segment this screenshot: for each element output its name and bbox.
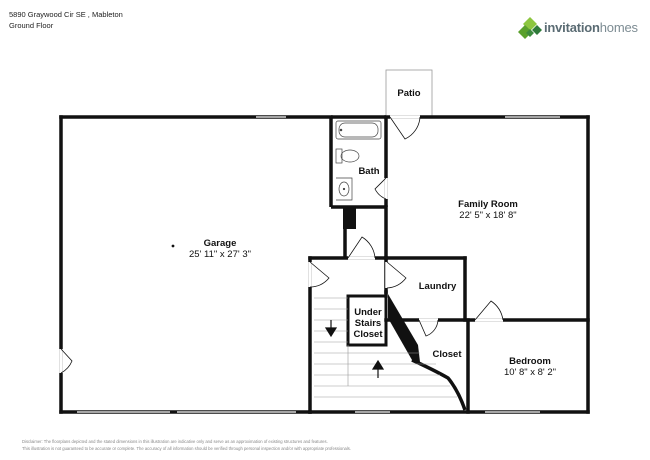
disclaimer-line-2: This illustration is not guaranteed to b… <box>22 446 352 451</box>
family-room-dimensions: 22' 5" x 18' 8" <box>459 210 517 221</box>
hall-door-swing <box>347 236 376 260</box>
stair-up-arrow-icon <box>371 359 385 378</box>
bath-door-swing <box>374 177 388 200</box>
laundry-label: Laundry <box>418 281 457 292</box>
patio-label: Patio <box>397 88 421 99</box>
chase-column <box>343 207 356 229</box>
disclaimer-line-1: Disclaimer: The floorplans depicted and … <box>22 439 328 444</box>
garage-window-lines <box>77 115 296 414</box>
closet-door-swing <box>418 318 439 337</box>
bedroom-label: Bedroom <box>509 356 551 367</box>
bath-label: Bath <box>358 166 380 177</box>
under-stairs-label-3: Closet <box>353 329 383 340</box>
bedroom-window <box>485 410 540 414</box>
hall-window <box>355 410 390 414</box>
under-stairs-label-2: Stairs <box>354 318 382 329</box>
stair-treads <box>314 297 457 398</box>
under-stairs-label-1: Under <box>354 307 382 318</box>
bedroom-dimensions: 10' 8" x 8' 2" <box>503 367 557 378</box>
bedroom-door-swing <box>474 300 504 322</box>
garage-label: Garage <box>203 238 237 249</box>
logo-mark-icon <box>518 17 542 39</box>
patio-door-swing <box>389 115 421 140</box>
garage-dimensions: 25' 11" x 27' 3" <box>189 249 251 260</box>
closet-curve-wall <box>411 358 467 411</box>
under-stairs-closet-walls <box>346 294 388 347</box>
stair-door-swing <box>308 261 330 288</box>
bath-fixtures <box>335 120 382 201</box>
garage-marker <box>171 244 175 248</box>
stair-wedge <box>388 294 420 362</box>
closet-label: Closet <box>432 349 462 360</box>
floor-label: Ground Floor <box>9 21 54 30</box>
invitation-homes-logo: invitationhomes <box>518 16 638 42</box>
garage-windows <box>77 116 296 413</box>
stair-down-arrow-icon <box>324 320 338 338</box>
garage-door-swing <box>59 348 73 374</box>
garage-walls <box>59 115 333 414</box>
laundry-door-swing <box>385 261 407 289</box>
property-address: 5890 Graywood Cir SE , Mableton <box>9 10 123 19</box>
family-room-window <box>505 115 560 119</box>
family-room-label: Family Room <box>458 199 518 210</box>
logo-wordmark: invitationhomes <box>544 20 638 35</box>
